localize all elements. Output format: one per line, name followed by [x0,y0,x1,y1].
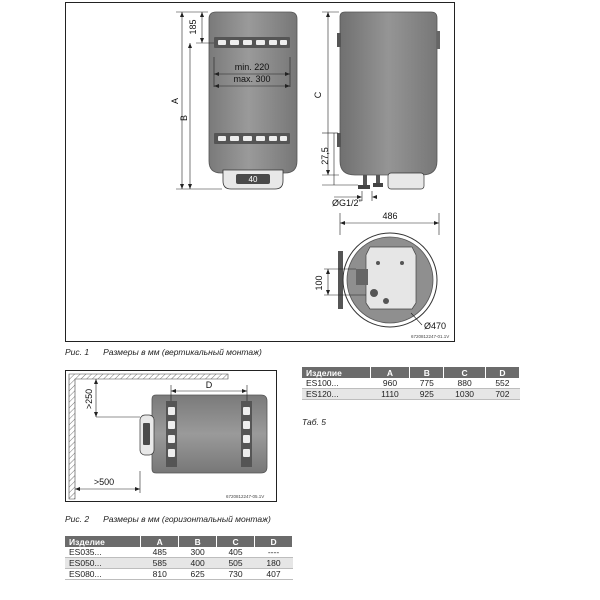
side-view-dimensions [322,11,440,235]
dimension-486-label: 486 [382,211,397,221]
header-product: Изделие [65,536,142,547]
table-header-row: Изделие A B C D [65,536,293,547]
header-a: A [370,367,411,378]
horizontal-tank [139,394,268,474]
horizontal-mounting-drawing: >250 >500 D 6720812247-05.1V [68,373,268,500]
figure1-caption: Рис. 1 Размеры в мм (вертикальный монтаж) [65,347,262,357]
front-view-dimensions [176,11,291,190]
dimension-g12-label: ØG1/2" [332,198,362,208]
header-b: B [409,367,445,378]
table-cell: 300 [178,547,217,558]
dimension-250-label: >250 [84,389,94,409]
header-b: B [178,536,218,547]
table-cell: 400 [178,557,217,569]
dimension-c-label: C [313,91,323,98]
dimension-27-5-label: 27,5 [320,147,330,165]
table-row: ES035... 485 300 405 ---- [65,547,293,558]
table5-caption: Таб. 5 [302,417,326,427]
figure1-caption-number: Рис. 1 [65,347,90,357]
dimension-500-label: >500 [94,477,114,487]
dimension-d-label: D [206,380,213,390]
table-row: ES080... 810 625 730 407 [65,568,293,580]
table-row: ES050... 585 400 505 180 [65,557,293,569]
figure1-image-code: 6720812247-01.1V [411,334,449,339]
dimension-185-label: 185 [188,19,198,34]
dimension-100-label: 100 [314,275,324,290]
table-cell: 485 [140,547,179,558]
dimension-max-label: max. 300 [233,74,270,84]
table-row: ES120... 1110 925 1030 702 [302,388,520,400]
table-cell: 180 [254,557,293,569]
table-cell: 925 [409,388,444,400]
table-row: ES100... 960 775 880 552 [302,378,520,389]
dimension-min-label: min. 220 [235,62,270,72]
figure1-caption-text: Размеры в мм (вертикальный монтаж) [103,347,262,357]
table-cell: 625 [178,568,217,580]
table-cell: 702 [485,388,520,400]
header-product: Изделие [302,367,371,378]
horizontal-dimensions [75,379,248,493]
dimensions-table-6: Изделие A B C D ES035... 485 300 405 ---… [65,536,293,580]
table-cell: 407 [254,568,293,580]
figure2-caption: Рис. 2 Размеры в мм (горизонтальный монта… [65,514,271,524]
dimension-a-label: A [170,98,180,104]
table-cell: ---- [254,547,293,558]
table-cell: ES080... [65,568,141,580]
table-cell: ES100... [302,378,371,389]
table-cell: 880 [443,378,486,389]
table-cell: 960 [370,378,410,389]
header-a: A [140,536,180,547]
figure-vertical-mounting: 40 185 A B min. 220 max. 300 [65,2,455,342]
dimension-b-label: B [179,115,189,121]
table-cell: 585 [140,557,179,569]
table-cell: 405 [216,547,255,558]
wall-ceiling-hatch [68,373,229,500]
header-d: D [485,367,521,378]
dimension-470-label: Ø470 [424,321,446,331]
side-view-tank [337,11,440,190]
table-header-row: Изделие A B C D [302,367,521,378]
front-view-tank: 40 [208,11,298,190]
figure2-caption-number: Рис. 2 [65,514,90,524]
table-cell: ES050... [65,557,141,569]
table-cell: 730 [216,568,255,580]
table-cell: 1110 [370,388,410,400]
control-display: 40 [249,175,258,184]
header-c: C [443,367,486,378]
bottom-view-tank [338,232,438,328]
figure2-image-code: 6720812247-05.1V [226,494,264,499]
table-cell: ES035... [65,547,141,558]
figure-horizontal-mounting: >250 >500 D 6720812247-05.1V [65,370,277,502]
table-cell: 775 [409,378,444,389]
vertical-mounting-drawing: 40 185 A B min. 220 max. 300 [170,11,449,339]
table-cell: 552 [485,378,520,389]
header-d: D [254,536,293,547]
dimensions-table-5: Изделие A B C D ES100... 960 775 880 552… [302,367,521,400]
header-c: C [216,536,256,547]
table-cell: 505 [216,557,255,569]
figure2-caption-text: Размеры в мм (горизонтальный монтаж) [103,514,271,524]
table-cell: ES120... [302,388,371,400]
table-cell: 810 [140,568,179,580]
table-cell: 1030 [443,388,486,400]
